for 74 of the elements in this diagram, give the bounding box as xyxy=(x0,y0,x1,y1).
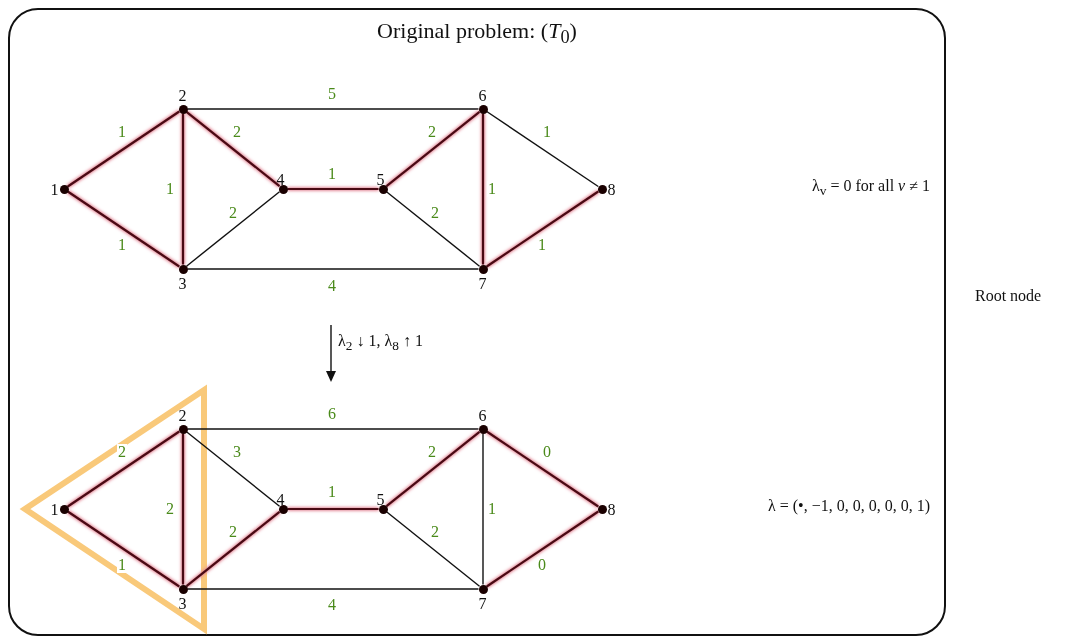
edge-weight: 4 xyxy=(327,597,337,613)
edge-weight: 2 xyxy=(430,524,440,540)
vertex-label: 6 xyxy=(478,87,487,104)
vertex-label: 5 xyxy=(376,491,385,508)
edge-weight: 2 xyxy=(427,124,437,140)
vertex-label: 2 xyxy=(178,407,187,424)
vertex-label: 7 xyxy=(478,595,487,612)
edge-weight: 1 xyxy=(537,237,547,253)
highlighted-edge xyxy=(67,190,180,268)
edge-weight: 2 xyxy=(232,124,242,140)
edge-line xyxy=(185,191,281,267)
edge-line xyxy=(385,191,481,267)
edge-weight: 0 xyxy=(537,557,547,573)
highlighted-edge xyxy=(385,430,481,508)
highlighted-edge xyxy=(486,510,599,588)
edge-line xyxy=(385,511,481,587)
highlighted-edge xyxy=(185,110,281,188)
edge-weight: 1 xyxy=(117,237,127,253)
edge-weight: 1 xyxy=(487,501,497,517)
edge-line xyxy=(186,108,480,110)
highlighted-edge xyxy=(181,433,185,585)
highlighted-edge xyxy=(486,190,599,268)
vertex-label: 3 xyxy=(178,595,187,612)
edge-line xyxy=(486,110,599,188)
edge-weight: 0 xyxy=(542,444,552,460)
highlighted-edge xyxy=(67,510,180,588)
edge-weight: 2 xyxy=(228,205,238,221)
edge-weight: 1 xyxy=(117,124,127,140)
highlighted-edge xyxy=(67,110,180,188)
vertex-label: 7 xyxy=(478,275,487,292)
vertex-label: 6 xyxy=(478,407,487,424)
vertex-label: 8 xyxy=(607,181,616,198)
vertex-label: 5 xyxy=(376,171,385,188)
edge-weight: 5 xyxy=(327,86,337,102)
multiplier-update: λ$_{2}$ ↓ 1, λ$_{8}$ ↑ 1 xyxy=(338,333,423,353)
edge-weight: 2 xyxy=(165,501,175,517)
highlighted-edge xyxy=(67,430,180,508)
highlighted-edge xyxy=(481,113,485,265)
edge-weight: 1 xyxy=(117,557,127,573)
edge-weight: 1 xyxy=(327,166,337,182)
edge-line xyxy=(482,432,484,586)
vertex-label: 2 xyxy=(178,87,187,104)
edge-line xyxy=(186,588,480,590)
highlighted-edge xyxy=(287,507,379,511)
edge-line xyxy=(186,268,480,270)
edge-weight: 2 xyxy=(430,205,440,221)
edge-weight: 2 xyxy=(228,524,238,540)
rounded-frame xyxy=(8,8,946,636)
vertex-label: 4 xyxy=(276,171,285,188)
edge-weight: 1 xyxy=(165,181,175,197)
vertex-label: 1 xyxy=(50,501,59,518)
edge-line xyxy=(185,431,281,507)
multiplier-vector: λ = (•, −1, 0, 0, 0, 0, 0, 1) xyxy=(767,498,930,514)
edge-weight: 4 xyxy=(327,278,337,294)
multiplier-note: λ$_{v}$ = 0 for all v ≠ 1 xyxy=(812,178,930,198)
highlighted-edge xyxy=(287,187,379,191)
edge-weight: 3 xyxy=(232,444,242,460)
highlighted-edge xyxy=(486,430,599,508)
edge-weight: 2 xyxy=(427,444,437,460)
vertex-label: 3 xyxy=(178,275,187,292)
edge-weight: 6 xyxy=(327,406,337,422)
frame-title: Original problem: (T$_{0}$) xyxy=(376,18,578,49)
edge-weight: 1 xyxy=(487,181,497,197)
edge-weight: 1 xyxy=(327,484,337,500)
edge-weight: 1 xyxy=(542,124,552,140)
vertex-label: 8 xyxy=(607,501,616,518)
vertex-label: 1 xyxy=(50,181,59,198)
vertex-label: 4 xyxy=(276,491,285,508)
highlighted-edge xyxy=(185,510,281,588)
tree-node-label: Root node xyxy=(975,288,1042,304)
highlighted-edge xyxy=(181,113,185,265)
edge-line xyxy=(186,428,480,430)
highlighted-edge xyxy=(385,110,481,188)
edge-weight: 2 xyxy=(117,444,127,460)
